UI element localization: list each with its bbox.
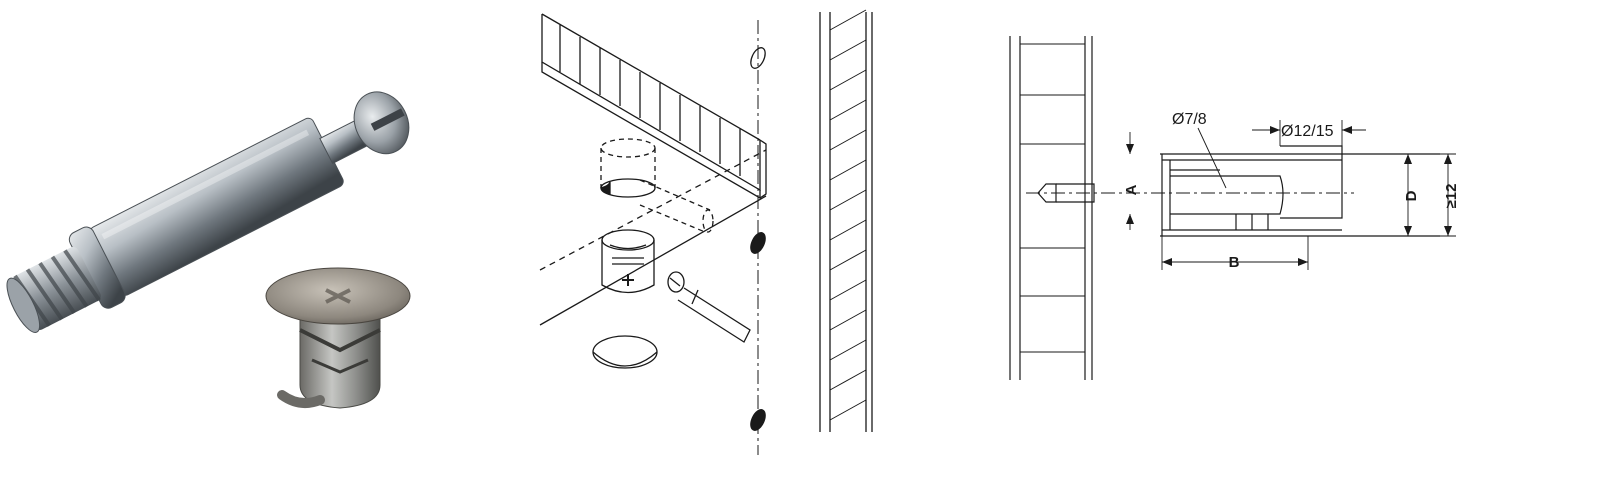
cam-housing-sketch: [601, 229, 655, 294]
bolt-thread: [6, 247, 101, 333]
shelf-board: [539, 13, 767, 326]
dimension-a-label: A: [1123, 184, 1140, 195]
dimension-arrows: [1126, 126, 1452, 266]
dimension-sketch: Ø7/8 Ø12/15 A B D ≥12: [1009, 36, 1460, 380]
centerline: [750, 20, 766, 455]
bolt-diameter-label: Ø7/8: [1172, 111, 1207, 128]
dimension-drawing: Ø7/8 Ø12/15 A B D ≥12: [990, 0, 1510, 481]
dowel-bolt-sketch: [667, 271, 751, 343]
dimension-d-label: D: [1403, 190, 1420, 201]
bolt-head: [353, 91, 410, 155]
drilled-hole-hidden: [600, 138, 714, 233]
housing-profile: [1161, 145, 1343, 236]
left-panel-section: [1009, 36, 1093, 380]
connector-photo-illustration: [6, 91, 411, 409]
assembly-sketch: [539, 9, 873, 455]
dimension-b-label: B: [1229, 254, 1240, 271]
cam-lock-housing: [265, 267, 411, 409]
isometric-assembly-drawing: [530, 0, 910, 481]
min-thickness-label: ≥12: [1443, 184, 1460, 209]
side-panel-section: [819, 9, 873, 432]
cover-cap-sketch: [592, 335, 658, 369]
product-photo: [0, 0, 470, 481]
dowel-bolt: [6, 91, 410, 333]
housing-diameter-label: Ø12/15: [1281, 123, 1334, 140]
